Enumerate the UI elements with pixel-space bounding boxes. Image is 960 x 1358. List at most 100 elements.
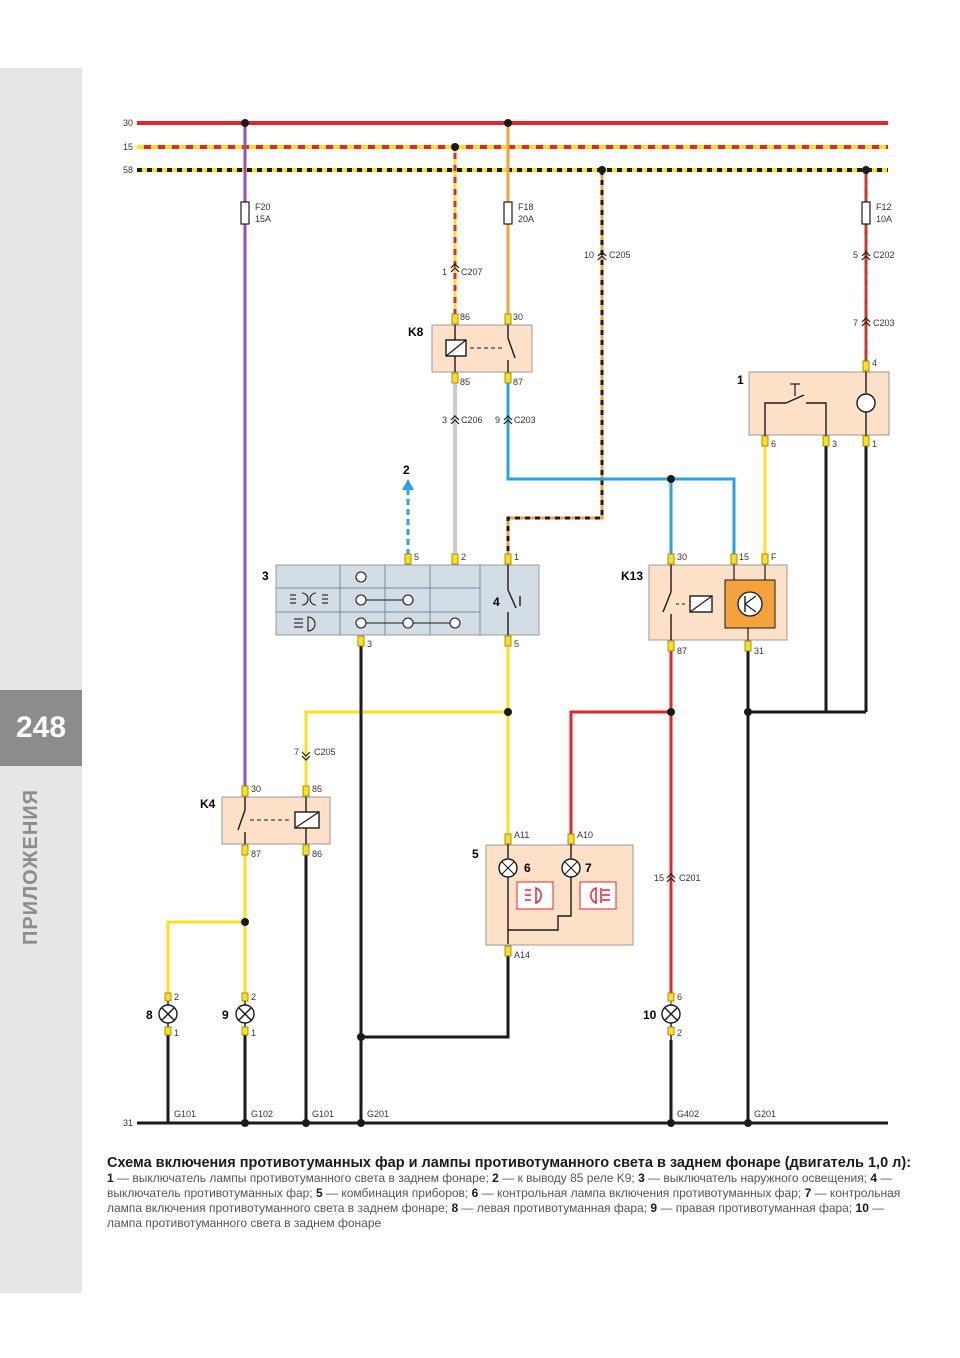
- switch-3-label: 3: [262, 569, 269, 583]
- caption-items: 1 — выключатель лампы противотуманного с…: [107, 1171, 900, 1230]
- k4-pin-30: 30: [251, 784, 261, 794]
- switch-1: 1 4 6 3 1: [737, 358, 890, 449]
- caption-item: 8 — левая противотуманная фара;: [448, 1201, 648, 1215]
- electronic-module-icon: [724, 579, 776, 629]
- caption-item: 2 — к выводу 85 реле K9;: [488, 1171, 635, 1185]
- fuse-f18-name: F18: [518, 202, 534, 212]
- lamp-7-label: 7: [585, 861, 592, 875]
- k4-pin-86: 86: [312, 849, 322, 859]
- switch-4-label: 4: [493, 595, 500, 609]
- lamp-6-label: 6: [524, 861, 531, 875]
- cluster-5-label: 5: [472, 847, 479, 861]
- caption-item: 5 — комбинация приборов;: [312, 1186, 469, 1200]
- ground-g101a: G101: [174, 1109, 196, 1119]
- connector-c201-icon: [666, 873, 676, 883]
- sidebar: [0, 68, 82, 1293]
- c207-name: C207: [461, 267, 483, 277]
- relay-k4-label: K4: [200, 797, 216, 811]
- connector-c207-icon: [450, 263, 460, 273]
- caption-item: 7 — контрольная лампа включения противот…: [107, 1186, 901, 1215]
- c203b-name: C203: [514, 415, 536, 425]
- fuse-f20-icon: [240, 201, 250, 225]
- instrument-cluster-5: 5 6 7 A11 A10 A14: [472, 830, 634, 960]
- caption-item: 3 — выключатель наружного освещения;: [634, 1171, 868, 1185]
- c203a-pin: 7: [853, 318, 858, 328]
- relay-k4: K4 30 85 87 86: [200, 784, 331, 859]
- caption-item: 1 — выключатель лампы противотуманного с…: [107, 1171, 489, 1185]
- k13-pin-87: 87: [677, 646, 687, 656]
- fuse-f18-icon: [503, 201, 513, 225]
- k13-pin-30: 30: [677, 552, 687, 562]
- sw1-pin-4: 4: [872, 358, 877, 368]
- switch-3: 3 4 5 2 1 3 5: [262, 552, 540, 649]
- sw3-pin-1: 1: [514, 552, 519, 562]
- fuse-f18-rating: 20A: [518, 214, 534, 224]
- relay-contact-icon: [662, 591, 672, 613]
- lamp-10-pin-6: 6: [677, 992, 682, 1002]
- wires: [137, 121, 888, 1125]
- lamp-8-pin-2: 2: [174, 992, 179, 1002]
- c202-name: C202: [873, 250, 895, 260]
- fuse-f12-icon: [861, 201, 871, 225]
- c205b-name: C205: [314, 747, 336, 757]
- sw1-pin-1: 1: [872, 439, 877, 449]
- lamp-8-pin-1: 1: [174, 1028, 179, 1038]
- connector-c203b-icon: [503, 415, 513, 425]
- fuse-f20-name: F20: [255, 202, 271, 212]
- fuse-f20-rating: 15A: [255, 214, 271, 224]
- c205a-pin: 10: [584, 250, 594, 260]
- fuse-f12-rating: 10A: [876, 214, 892, 224]
- c205a-name: C205: [609, 250, 631, 260]
- headlight-icon: [294, 616, 316, 632]
- c206-name: C206: [461, 415, 483, 425]
- c201-name: C201: [679, 873, 701, 883]
- junctions: [241, 119, 870, 1127]
- c202-pin: 5: [853, 250, 858, 260]
- lamp-10: [661, 997, 681, 1040]
- lamp-10-label: 10: [643, 1008, 657, 1022]
- fuses: F20 15A F18 20A F12 10A: [240, 201, 892, 225]
- c206-pin: 3: [442, 415, 447, 425]
- sw1-pin-6: 6: [771, 439, 776, 449]
- switch-1-label: 1: [737, 373, 744, 387]
- switch-3-contacts: [355, 571, 461, 629]
- k13-pin-31: 31: [754, 646, 764, 656]
- relay-k13-label: K13: [621, 569, 643, 583]
- pin-tabs: [164, 313, 870, 1036]
- ground-g101b: G101: [312, 1109, 334, 1119]
- page-number: 248: [0, 690, 82, 766]
- sw1-pin-3: 3: [832, 439, 837, 449]
- ground-g102: G102: [251, 1109, 273, 1119]
- caption-item: 9 — правая противотуманная фара;: [647, 1201, 853, 1215]
- arrow-2: 2: [402, 463, 414, 490]
- sw3-pin-5b: 5: [514, 639, 519, 649]
- caption-item: 6 — контрольная лампа включения противот…: [468, 1186, 802, 1200]
- c201-pin: 15: [654, 873, 664, 883]
- relay-contact-icon: [507, 337, 516, 359]
- k4-pin-87: 87: [251, 849, 261, 859]
- switch-contact-icon: [785, 394, 805, 404]
- cluster-pin-a14: A14: [514, 950, 530, 960]
- k8-pin-87: 87: [513, 377, 523, 387]
- lamp-9-label: 9: [222, 1008, 229, 1022]
- relay-k8: K8 86 30 85 87: [408, 312, 533, 387]
- transistor-icon: [737, 591, 763, 617]
- arrow-2-label: 2: [403, 463, 410, 477]
- lamp-9-pin-1: 1: [251, 1028, 256, 1038]
- k8-pin-30: 30: [513, 312, 523, 322]
- ground-g201b: G201: [754, 1109, 776, 1119]
- c203b-pin: 9: [495, 415, 500, 425]
- ground-g201a: G201: [367, 1109, 389, 1119]
- caption-title: Схема включения противотуманных фар и ла…: [107, 1155, 912, 1171]
- lamp-9-pin-2: 2: [251, 992, 256, 1002]
- k4-pin-85: 85: [312, 784, 322, 794]
- wire-blue: [506, 372, 736, 565]
- connector-c202-icon: [861, 251, 871, 261]
- connector-c205a-icon: [597, 251, 607, 261]
- c207-pin: 1: [442, 267, 447, 277]
- cluster-pin-a10: A10: [577, 830, 593, 840]
- wiring-diagram: 30 15 58 31 F20 15A F18 20A F12 10A 1 C2…: [123, 118, 895, 1128]
- relay-contact-icon: [237, 809, 246, 831]
- lamps: [158, 997, 681, 1040]
- caption-item: 4 — выключатель противотуманных фар;: [107, 1171, 893, 1200]
